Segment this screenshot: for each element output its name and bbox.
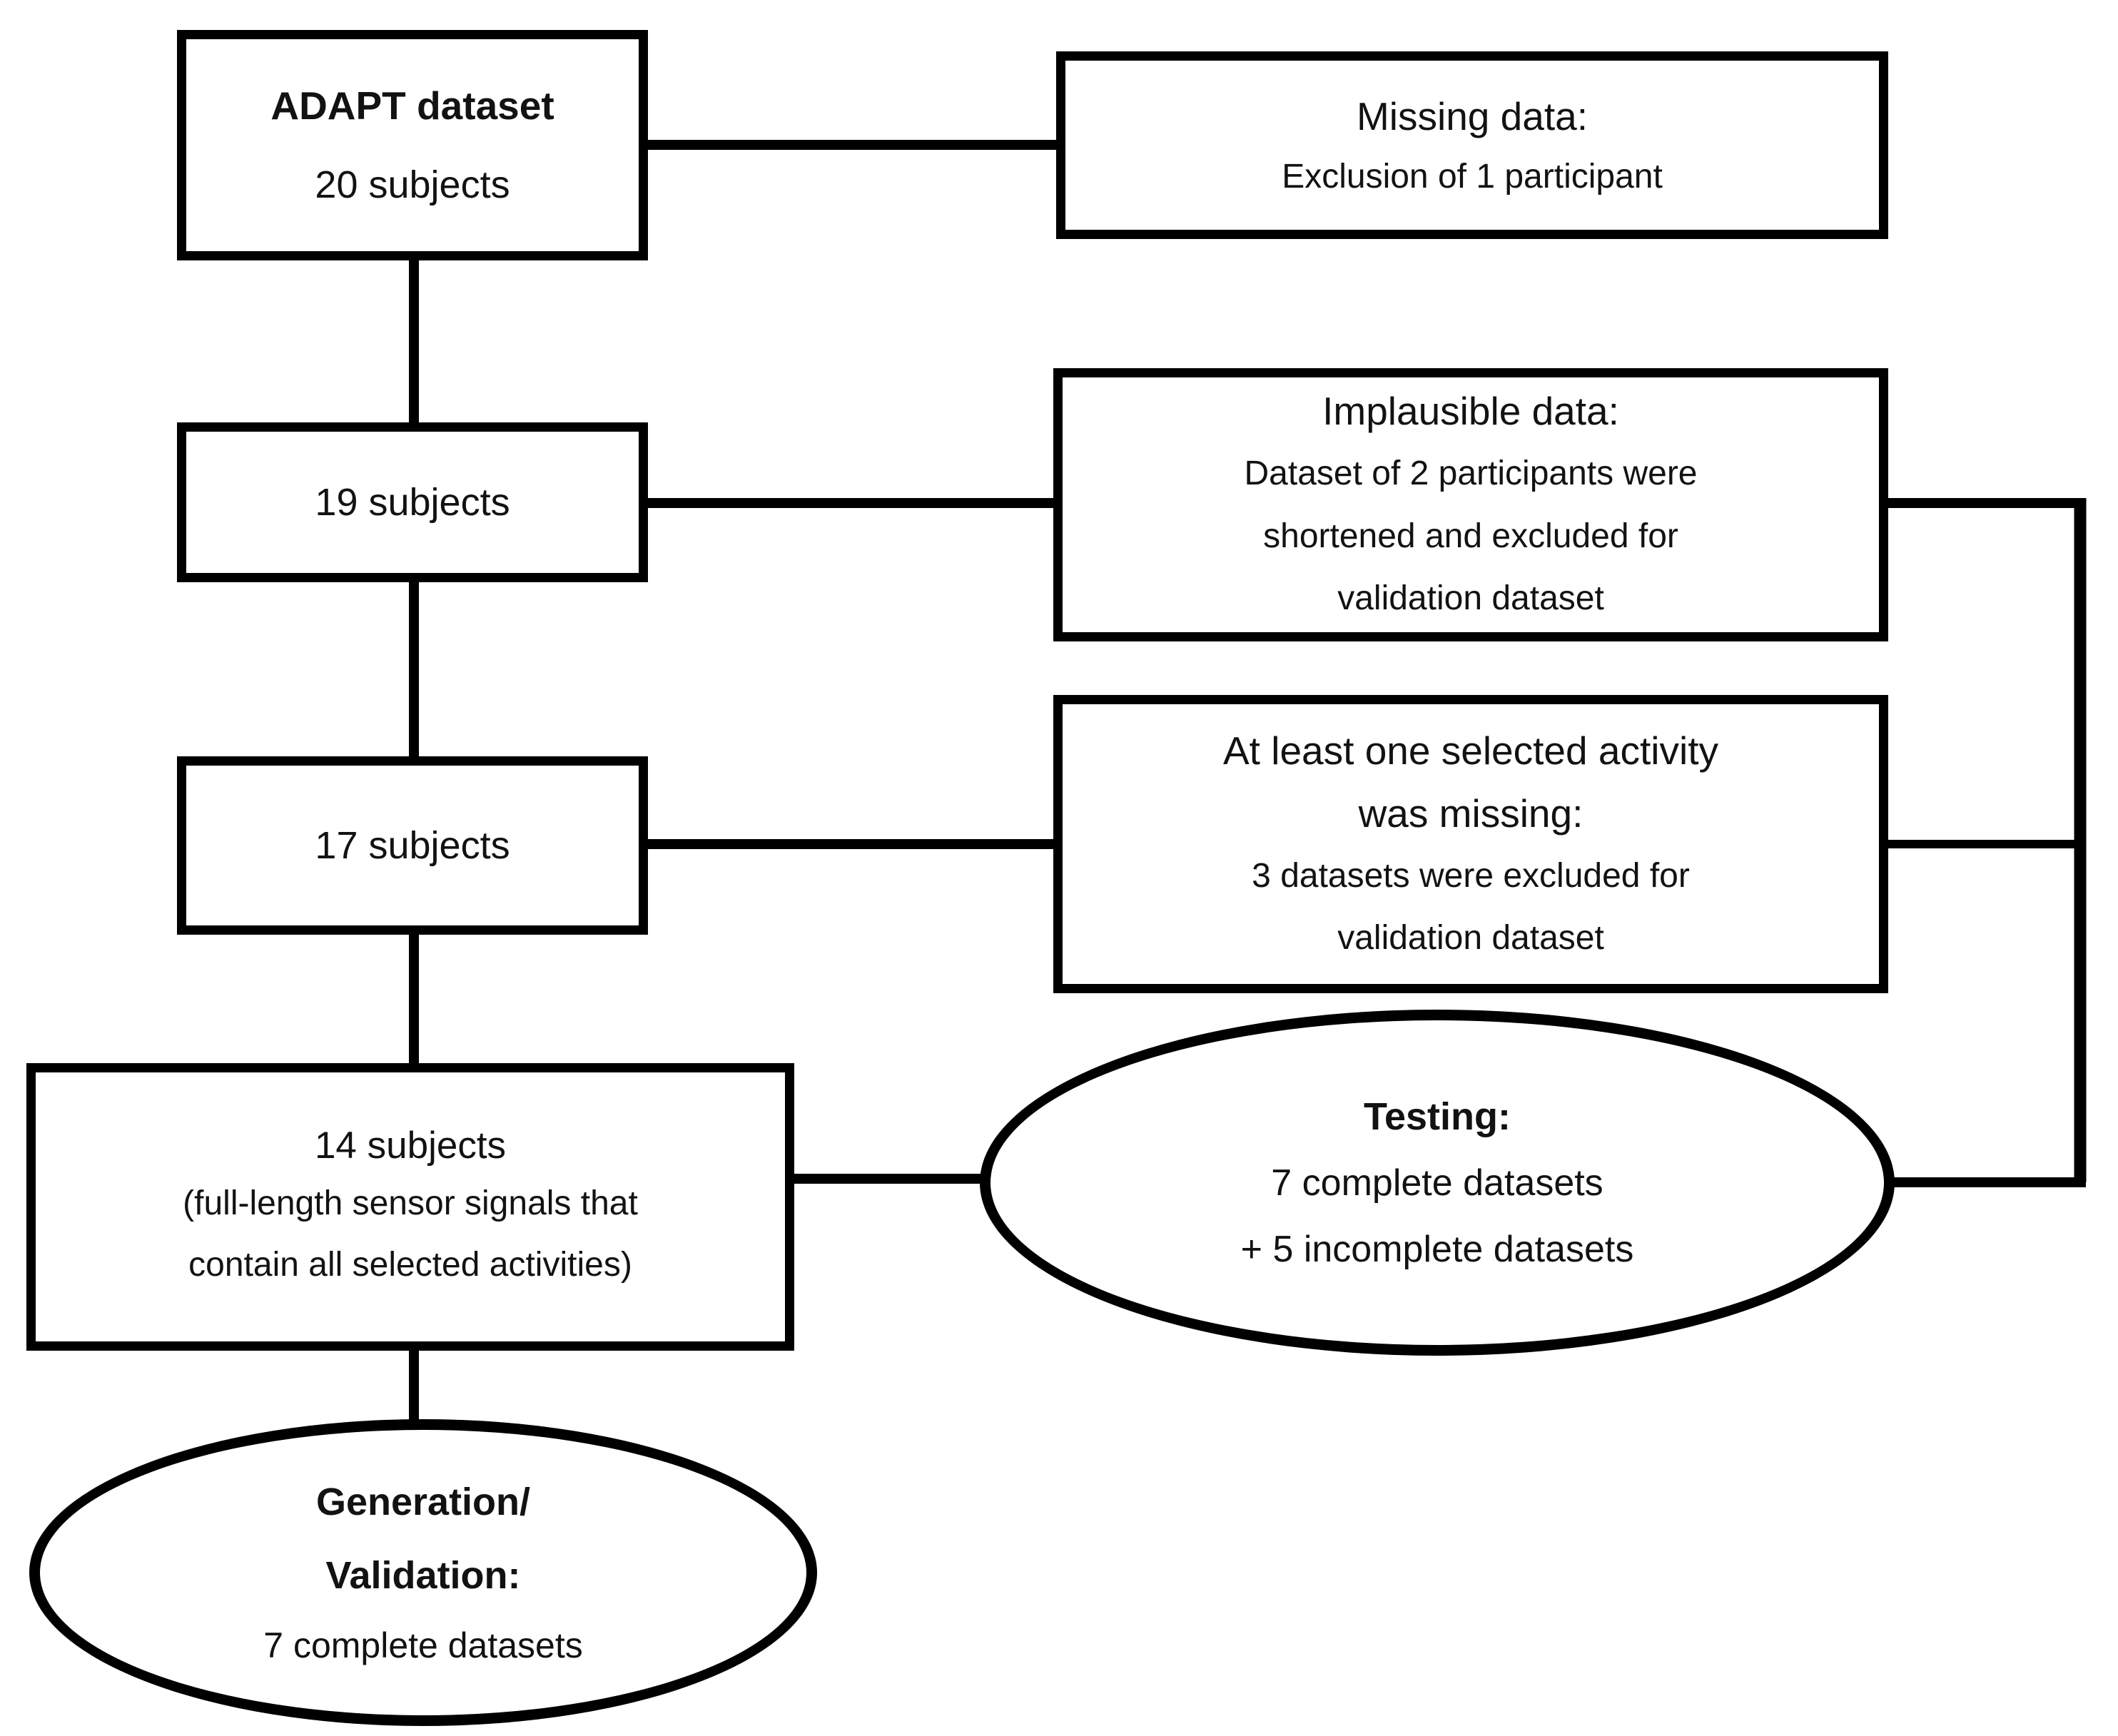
atleast-body: 3 datasets were excluded for validation … xyxy=(1252,856,1690,957)
n19-label: 19 subjects xyxy=(315,481,510,524)
node-adapt-dataset: ADAPT dataset 20 subjects xyxy=(177,30,648,260)
n17-label: 17 subjects xyxy=(315,824,510,867)
generation-title: Generation/ Validation: xyxy=(315,1480,531,1597)
missing-title: Missing data: xyxy=(1356,93,1588,138)
testing-body: 7 complete datasets + 5 incomplete datas… xyxy=(1240,1162,1634,1270)
adapt-count: 20 subjects xyxy=(315,163,510,206)
n14-body: (full-length sensor signals that contain… xyxy=(183,1184,638,1284)
node-activity-missing: At least one selected activity was missi… xyxy=(1053,695,1888,993)
node-14-subjects: 14 subjects (full-length sensor signals … xyxy=(26,1063,794,1351)
node-19-subjects: 19 subjects xyxy=(177,422,648,582)
node-testing-ellipse: Testing: 7 complete datasets + 5 incompl… xyxy=(980,1010,1895,1356)
node-17-subjects: 17 subjects xyxy=(177,756,648,935)
node-generation-validation-ellipse: Generation/ Validation: 7 complete datas… xyxy=(29,1419,817,1726)
adapt-title: ADAPT dataset xyxy=(270,83,554,128)
node-missing-data: Missing data: Exclusion of 1 participant xyxy=(1056,51,1888,239)
atleast-title: At least one selected activity was missi… xyxy=(1223,728,1718,836)
n14-title: 14 subjects xyxy=(314,1124,507,1167)
testing-title: Testing: xyxy=(1364,1095,1511,1138)
implausible-title: Implausible data: xyxy=(1322,389,1619,434)
generation-body: 7 complete datasets xyxy=(263,1625,583,1666)
node-implausible-data: Implausible data: Dataset of 2 participa… xyxy=(1053,368,1888,641)
implausible-body: Dataset of 2 participants were shortened… xyxy=(1244,455,1698,618)
missing-body: Exclusion of 1 participant xyxy=(1282,157,1663,196)
